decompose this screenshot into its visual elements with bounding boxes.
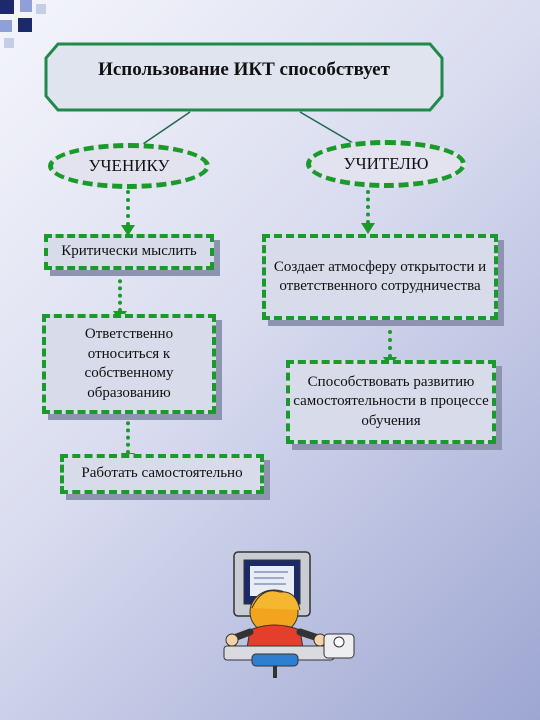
right-branch-label: УЧИТЕЛЮ — [343, 154, 429, 173]
right-item-2: Способствовать развитию самостоятельност… — [286, 360, 496, 444]
right-item-1: Создает атмосферу открытости и ответстве… — [262, 234, 498, 320]
arrow-down — [361, 190, 375, 234]
page-title: Использование ИКТ способствует — [98, 59, 390, 80]
left-item-3: Работать самостоятельно — [60, 454, 264, 494]
arrow-down — [121, 414, 135, 464]
student-computer-illustration — [223, 551, 355, 678]
title-shape — [44, 42, 444, 112]
corner-decoration — [0, 0, 50, 60]
arrow-down — [113, 272, 127, 322]
left-branch-node: УЧЕНИКУ — [48, 143, 210, 189]
left-item-1: Критически мыслить — [44, 234, 214, 270]
arrow-down — [121, 190, 135, 236]
right-branch-node: УЧИТЕЛЮ — [306, 140, 466, 188]
left-item-2: Ответственно относиться к собственному о… — [42, 314, 216, 414]
left-branch-label: УЧЕНИКУ — [88, 156, 170, 175]
arrow-down — [383, 322, 397, 368]
